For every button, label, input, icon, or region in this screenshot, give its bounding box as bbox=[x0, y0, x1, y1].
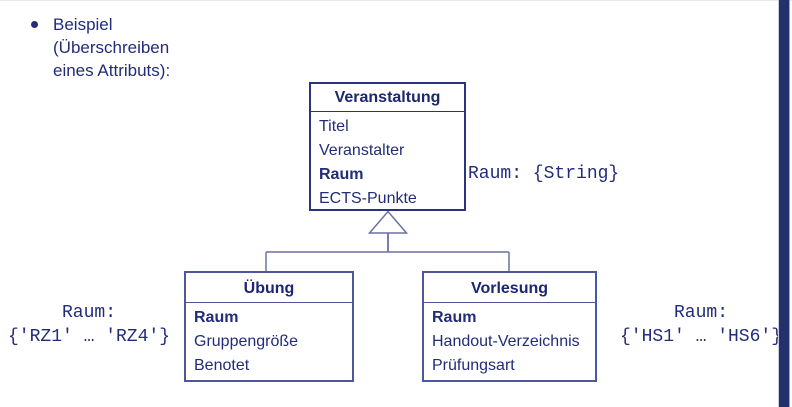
constraint-value: {'RZ1' … 'RZ4'} bbox=[7, 327, 171, 347]
bullet-line-1: Beispiel bbox=[53, 15, 113, 34]
class-box-uebung: Übung Raum Gruppengröße Benotet bbox=[184, 271, 354, 382]
attribute-veranstalter: Veranstalter bbox=[319, 142, 405, 159]
bullet-line-2: (Überschreiben bbox=[53, 38, 170, 57]
constraint-label: Raum: bbox=[61, 303, 116, 323]
attribute-benotet: Benotet bbox=[194, 357, 250, 374]
constraint-value: {'HS1' … 'HS6'} bbox=[619, 327, 783, 347]
constraint-uebung-raum: Raum: {'RZ1' … 'RZ4'} bbox=[0, 301, 178, 349]
attribute-ects-punkte: ECTS-Punkte bbox=[319, 190, 417, 207]
bullet-line-3: eines Attributs): bbox=[53, 61, 171, 80]
attribute-titel: Titel bbox=[319, 118, 349, 135]
attribute-pruefungsart: Prüfungsart bbox=[432, 357, 515, 374]
class-name-vorlesung: Vorlesung bbox=[424, 273, 595, 303]
class-box-veranstaltung: Veranstaltung Titel Veranstalter Raum EC… bbox=[309, 82, 466, 211]
attribute-compartment: Raum Gruppengröße Benotet bbox=[186, 303, 352, 382]
attribute-handout-verzeichnis: Handout-Verzeichnis bbox=[432, 333, 580, 350]
attribute-gruppengroesse: Gruppengröße bbox=[194, 333, 299, 350]
slide-edge-gap-line bbox=[778, 0, 779, 407]
slide-edge-bar bbox=[779, 0, 789, 407]
class-box-vorlesung: Vorlesung Raum Handout-Verzeichnis Prüfu… bbox=[422, 271, 597, 382]
bullet-text: Beispiel (Überschreiben eines Attributs)… bbox=[53, 13, 170, 82]
slide-top-border bbox=[0, 0, 792, 1]
attribute-raum: Raum bbox=[319, 166, 364, 183]
bullet-icon bbox=[31, 21, 38, 28]
constraint-parent-raum: Raum: {String} bbox=[468, 164, 620, 184]
attribute-compartment: Raum Handout-Verzeichnis Prüfungsart bbox=[424, 303, 595, 382]
slide-edge-outer-line bbox=[789, 0, 790, 407]
attribute-raum: Raum bbox=[194, 309, 239, 326]
class-name-uebung: Übung bbox=[186, 273, 352, 303]
attribute-raum: Raum bbox=[432, 309, 477, 326]
constraint-vorlesung-raum: Raum: {'HS1' … 'HS6'} bbox=[611, 301, 791, 349]
class-name-veranstaltung: Veranstaltung bbox=[311, 84, 464, 112]
constraint-label: Raum: bbox=[673, 303, 728, 323]
bullet-item: Beispiel (Überschreiben eines Attributs)… bbox=[31, 13, 170, 82]
attribute-compartment: Titel Veranstalter Raum ECTS-Punkte bbox=[311, 112, 464, 215]
